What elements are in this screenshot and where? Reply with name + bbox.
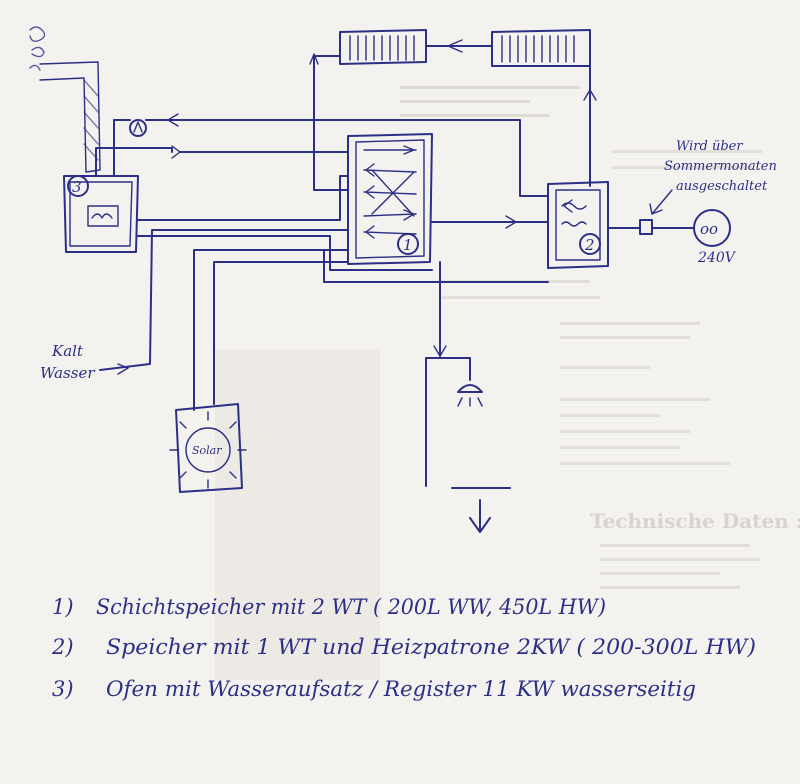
- summer-note-line1: Wird über: [676, 139, 743, 154]
- legend-text-3: Ofen mit Wasseraufsatz / Register 11 KW …: [106, 677, 696, 701]
- stratified-tank-1: 1: [347, 133, 433, 265]
- faint-text-line: [560, 322, 700, 325]
- stove-number-circle: [67, 175, 89, 197]
- legend: 1) Schichtspeicher mit 2 WT ( 200L WW, 4…: [51, 595, 756, 701]
- faint-text-line: [560, 414, 660, 417]
- shower-head-icon: [457, 384, 483, 393]
- faint-text-line: [560, 462, 730, 465]
- chimney: [29, 26, 101, 173]
- radiator-loop-pipes: [309, 39, 597, 191]
- legend-num-3: 3): [52, 677, 74, 701]
- faint-text-line: [560, 336, 690, 339]
- faint-text-line: [560, 446, 680, 449]
- stove-number: 3: [72, 178, 82, 196]
- main-pipes: [137, 175, 549, 283]
- faint-text-line: [600, 572, 720, 575]
- faint-text-line: [600, 544, 750, 547]
- power-socket-icon: [693, 209, 731, 247]
- tank1-number-circle: [397, 233, 419, 255]
- pump-icon: [129, 119, 147, 137]
- legend-text-2: Speicher mit 1 WT und Heizpatrone 2KW ( …: [106, 635, 756, 659]
- summer-note-line2: Sommermonaten: [664, 159, 777, 174]
- faint-text-line: [560, 430, 690, 433]
- tank1-number: 1: [403, 236, 413, 254]
- cold-water-label-line1: Kalt: [51, 342, 84, 360]
- cold-water-inlet: Kalt Wasser: [40, 229, 349, 382]
- faint-text-line: [560, 398, 710, 401]
- cold-water-label-line2: Wasser: [40, 364, 95, 382]
- legend-num-1: 1): [52, 595, 74, 619]
- faint-text-line: [600, 558, 760, 561]
- legend-num-2: 2): [51, 635, 74, 659]
- stove-circuit: [95, 113, 549, 197]
- storage-tank-2: 2: [547, 181, 609, 269]
- heater-power-supply: oo 240V Wird über Sommermonaten ausgesch…: [607, 139, 777, 266]
- solar-label: Solar: [192, 444, 222, 457]
- faint-text-line: [400, 86, 580, 89]
- faint-text-line: [612, 150, 762, 153]
- switch-box: [639, 219, 653, 235]
- faint-text-line: [440, 296, 600, 299]
- background-print: Technische Daten :: [215, 86, 800, 680]
- summer-note-line3: ausgeschaltet: [676, 179, 768, 194]
- drain-arrow-icon: [469, 499, 491, 533]
- faint-text-line: [612, 166, 752, 169]
- faint-heading: Technische Daten :: [590, 509, 800, 533]
- faint-text-line: [600, 586, 740, 589]
- tank2-number: 2: [584, 236, 595, 254]
- sun-icon: [185, 427, 231, 473]
- voltage-label: 240V: [697, 250, 737, 266]
- radiator-right: [491, 29, 591, 67]
- solar-collector: Solar: [169, 249, 349, 493]
- stove-oven: 3: [63, 175, 139, 253]
- faint-text-line: [560, 366, 650, 369]
- radiator-left: [339, 29, 427, 65]
- shower-outlet: [425, 261, 511, 533]
- faint-text-line: [400, 114, 550, 117]
- faint-text-line: [400, 100, 530, 103]
- power-socket-symbol: oo: [700, 220, 718, 238]
- tank2-number-circle: [579, 233, 601, 255]
- legend-text-1: Schichtspeicher mit 2 WT ( 200L WW, 450L…: [96, 595, 606, 619]
- faint-product-shape: [215, 350, 380, 680]
